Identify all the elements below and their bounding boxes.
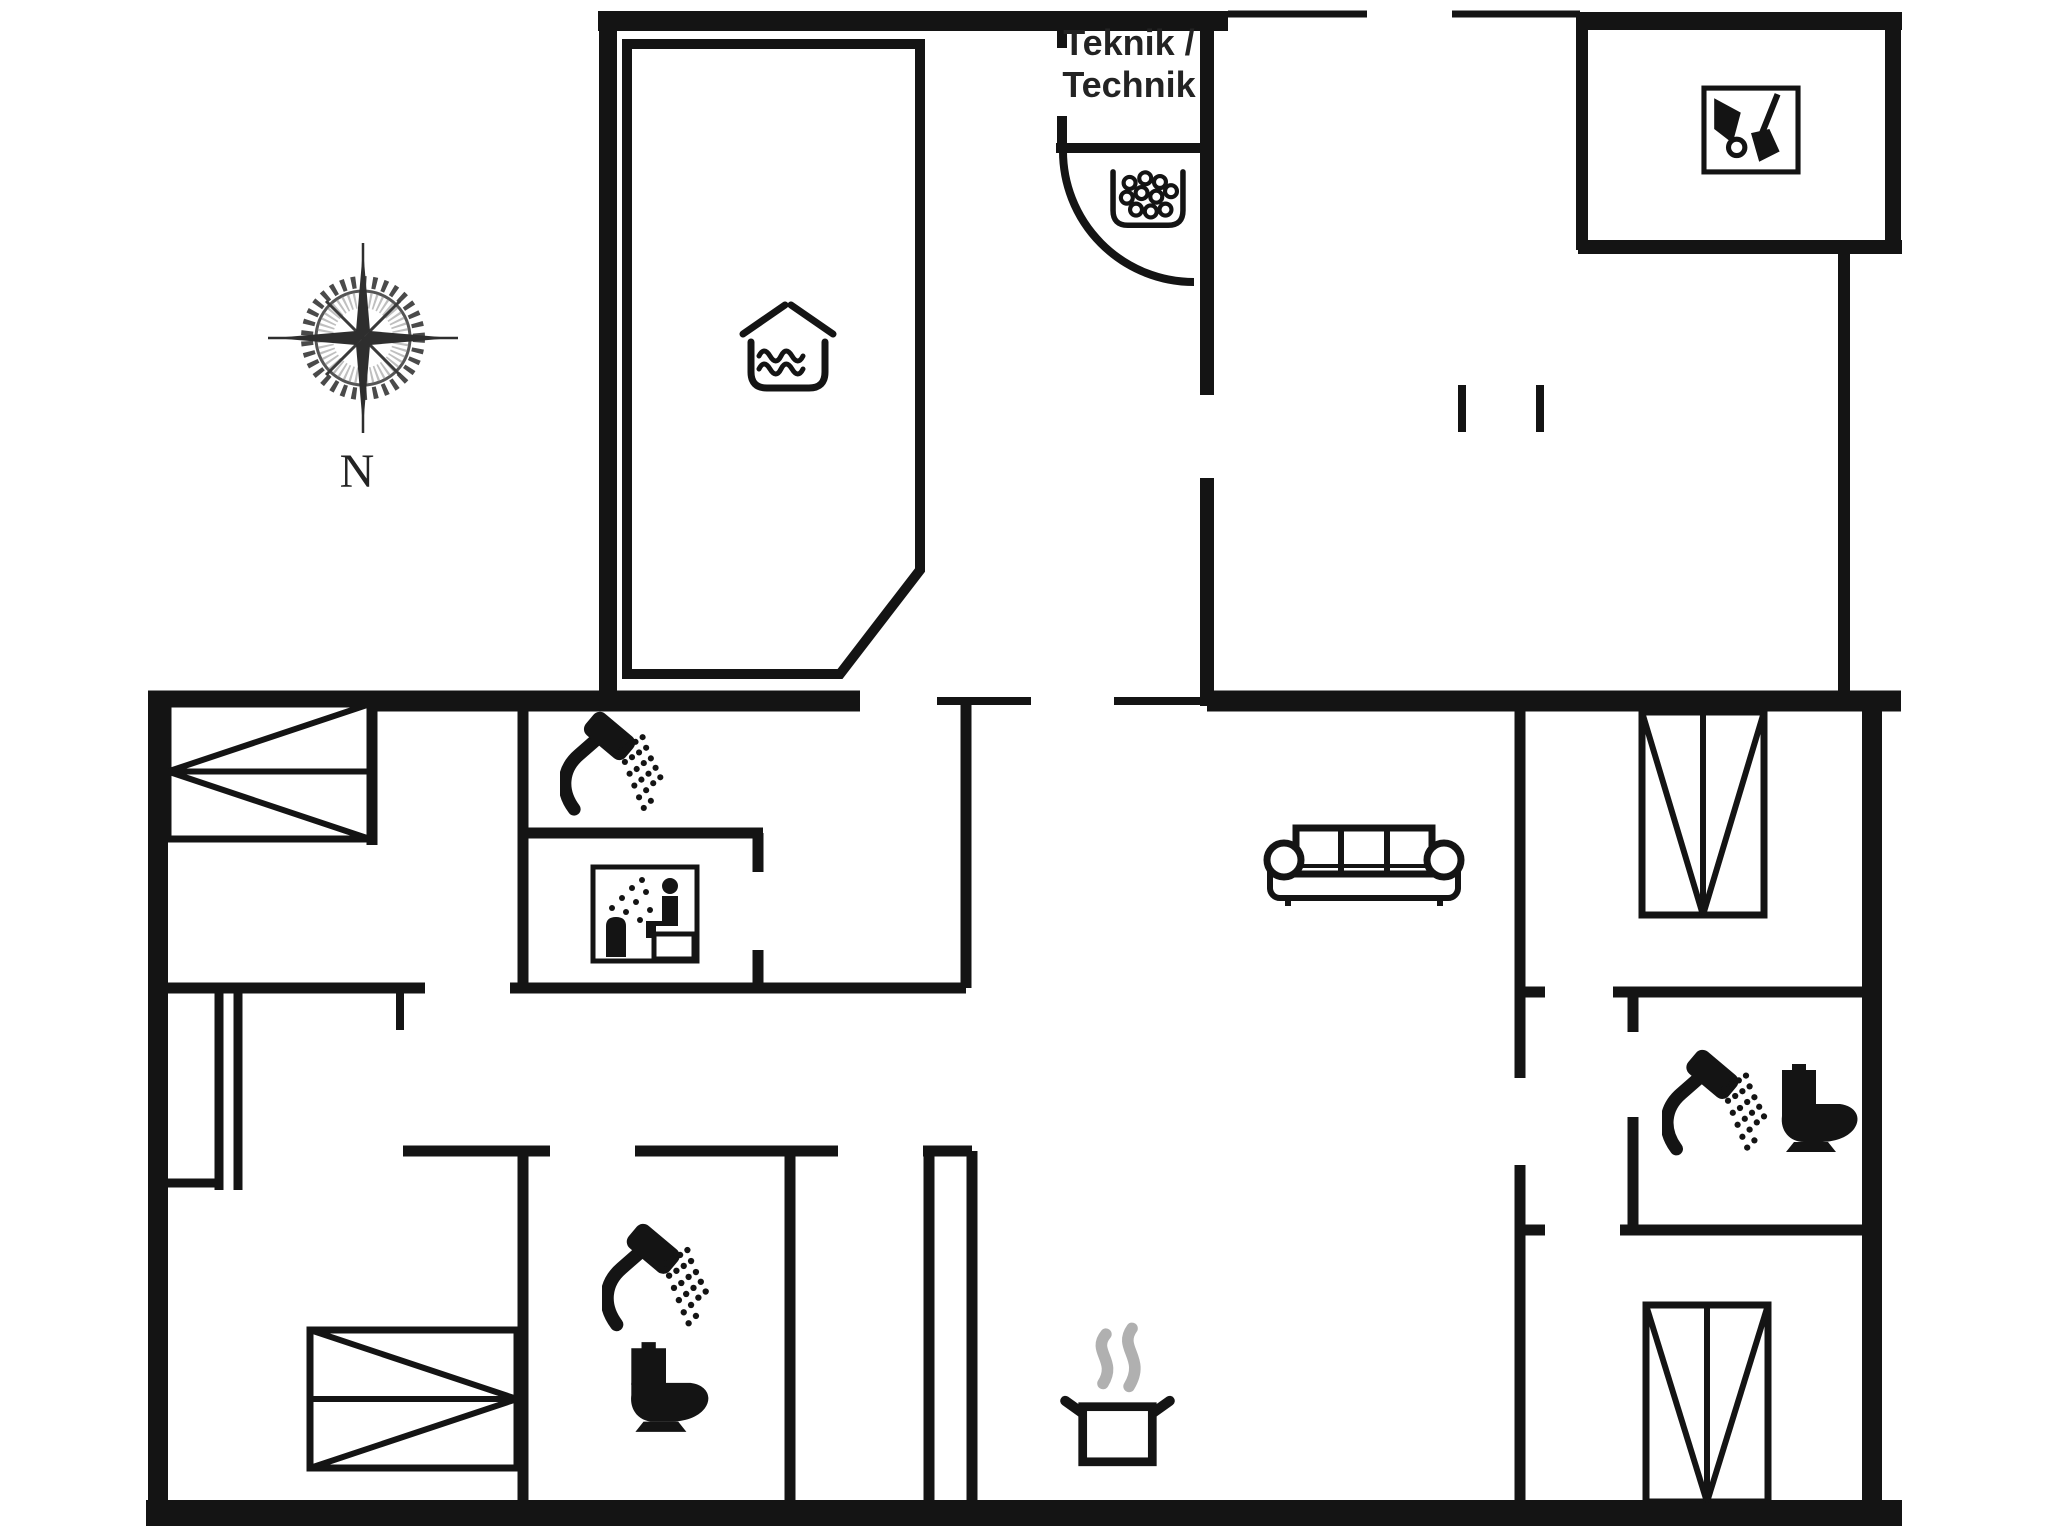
walls-layer: [146, 10, 1902, 1526]
technik-room-label: Teknik /: [1063, 22, 1194, 63]
sofa: [1267, 828, 1461, 906]
bed: [164, 700, 374, 843]
shower-icon: [1667, 1046, 1767, 1150]
bed: [306, 1326, 521, 1472]
stove-icon: [1065, 1328, 1169, 1461]
door-arc: [1058, 149, 1195, 286]
furniture-layer: [164, 700, 1772, 1506]
compass-rose-icon: [268, 243, 458, 433]
sauna-icon: [593, 867, 697, 961]
toilet-icon: [631, 1342, 709, 1432]
shower-icon: [565, 708, 664, 811]
bed: [1642, 1301, 1772, 1506]
garden-tools-icon: [1704, 88, 1798, 172]
compass-north-label: N: [340, 445, 375, 498]
pebble-bath-icon: [1113, 172, 1183, 225]
shower-icon: [607, 1220, 709, 1326]
toilet-icon: [1781, 1064, 1858, 1152]
icons-layer: [268, 88, 1858, 1462]
bed: [1638, 708, 1768, 919]
technik-room-label: Technik: [1062, 64, 1196, 105]
